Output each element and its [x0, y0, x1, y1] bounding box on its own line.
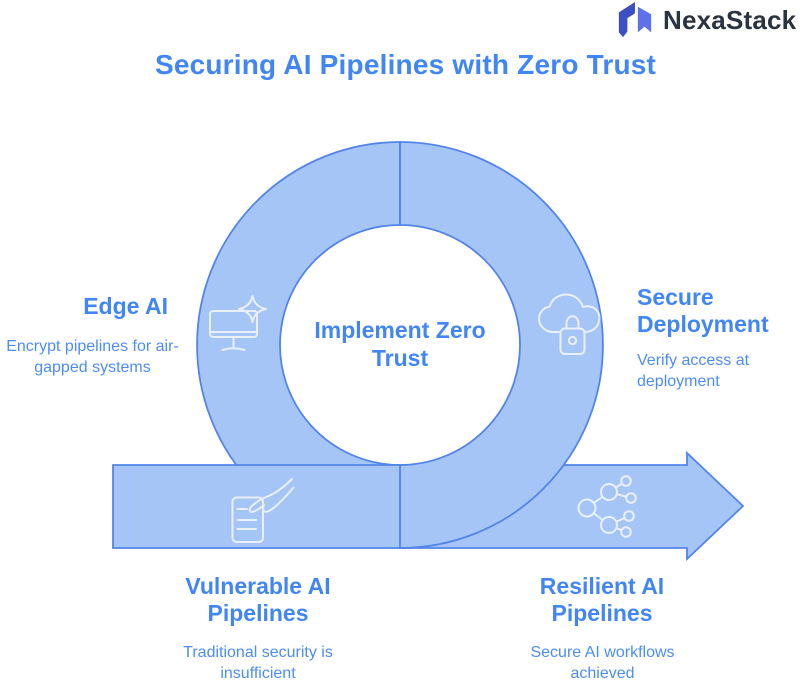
logo-left-ribbon — [618, 1, 635, 38]
page-title: Securing AI Pipelines with Zero Trust — [154, 49, 657, 80]
network-nodes-icon — [577, 475, 637, 538]
monitor-sparkle-icon — [209, 295, 267, 351]
stage-desc-vulnerable-pipelines: Traditional security is insufficient — [183, 644, 333, 682]
center-label: Implement Zero Trust — [314, 317, 486, 371]
brand-logo: NexaStack — [616, 1, 796, 39]
cloud-lock-icon — [538, 293, 601, 355]
stage-label-secure-deployment: Secure Deployment — [637, 284, 769, 337]
stage-label-resilient-pipelines: Resilient AI Pipelines — [539, 573, 665, 626]
stage-desc-resilient-pipelines: Secure AI workflows achieved — [530, 644, 675, 682]
document-hand-icon — [231, 478, 295, 543]
stage-desc-edge-ai: Encrypt pipelines for air-gapped systems — [6, 338, 179, 376]
loop-ring-right-half — [399, 141, 604, 549]
stage-label-vulnerable-pipelines: Vulnerable AI Pipelines — [185, 573, 331, 626]
logo-right-ribbon — [637, 6, 652, 33]
stage-desc-secure-deployment: Verify access at deployment — [637, 352, 750, 390]
brand-name: NexaStack — [663, 4, 797, 35]
nexastack-logo-icon — [618, 1, 652, 38]
stage-label-edge-ai: Edge AI — [83, 293, 168, 319]
